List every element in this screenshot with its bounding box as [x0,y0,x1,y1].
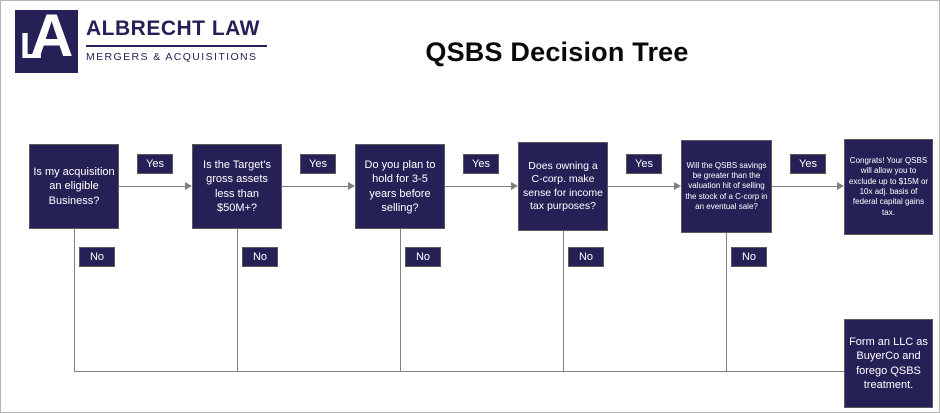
page-title: QSBS Decision Tree [425,37,689,67]
no-collector-line [74,371,844,372]
yes-label-5: Yes [790,154,826,174]
decision-node-gross-assets: Is the Target's gross assets less than $… [192,144,282,229]
no-connector-line-5 [726,233,727,372]
no-connector-line-1 [74,229,75,372]
arrowhead-right-1 [185,182,192,190]
yes-connector-line-5 [772,186,838,187]
no-connector-line-3 [400,229,401,372]
yes-connector-line-3 [445,186,512,187]
no-connector-line-2 [237,229,238,372]
yes-label-1: Yes [137,154,173,174]
yes-label-4: Yes [626,154,662,174]
albrecht-law-logo-mark: A L [15,3,78,73]
no-label-2: No [242,247,278,267]
no-connector-line-4 [563,231,564,372]
yes-connector-line-2 [282,186,349,187]
arrowhead-right-2 [348,182,355,190]
no-label-3: No [405,247,441,267]
yes-label-3: Yes [463,154,499,174]
no-label-1: No [79,247,115,267]
yes-label-2: Yes [300,154,336,174]
brand-tagline: MERGERS & ACQUISITIONS [86,51,258,63]
no-label-4: No [568,247,604,267]
yes-connector-line-4 [608,186,675,187]
yes-connector-line-1 [119,186,186,187]
outcome-node-form-llc: Form an LLC as BuyerCo and forego QSBS t… [844,319,933,408]
decision-node-holding-period: Do you plan to hold for 3-5 years before… [355,144,445,229]
brand-name: ALBRECHT LAW [86,17,260,40]
logo-letter-a: A [30,2,74,69]
arrowhead-right-4 [674,182,681,190]
logo-letter-l: L [20,25,42,66]
decision-node-ccorp-sense: Does owning a C-corp. make sense for inc… [518,142,608,231]
decision-node-qsbs-savings: Will the QSBS savings be greater than th… [681,140,772,233]
no-label-5: No [731,247,767,267]
decision-node-eligible-business: Is my acquisition an eligible Business? [29,144,119,229]
outcome-node-congrats: Congrats! Your QSBS will allow you to ex… [844,139,933,235]
arrowhead-right-5 [837,182,844,190]
brand-block: ALBRECHT LAW MERGERS & ACQUISITIONS [86,17,286,63]
brand-divider [86,45,267,47]
arrowhead-right-3 [511,182,518,190]
